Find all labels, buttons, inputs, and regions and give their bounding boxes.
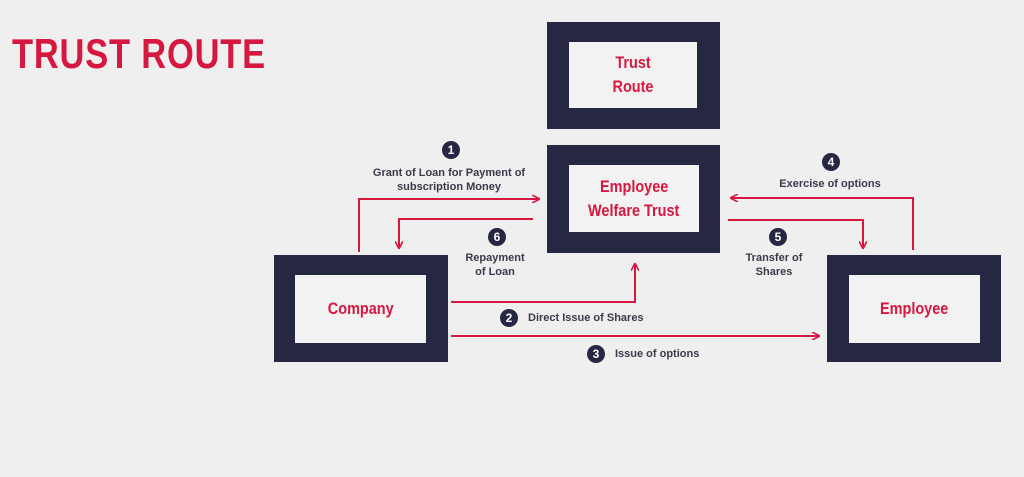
employee-welfare-trust-box: Employee Welfare Trust (547, 145, 720, 253)
step-5-label: Transfer of Shares (746, 251, 803, 279)
step-4-badge: 4 (822, 153, 840, 171)
step-5-label-line1: Transfer of (745, 252, 803, 264)
ewt-label-line2: Welfare Trust (588, 200, 680, 220)
step-2-label: Direct Issue of Shares (528, 312, 644, 324)
trust-route-box: Trust Route (547, 22, 720, 129)
arrow-5-transfer (728, 219, 863, 248)
step-5-badge: 5 (769, 228, 787, 246)
page-title: TRUST ROUTE (12, 30, 266, 77)
step-1-badge: 1 (442, 141, 460, 159)
company-label: Company (327, 299, 394, 318)
step-1-label-line1: Grant of Loan for Payment of (372, 167, 526, 179)
step-1-label: Grant of Loan for Payment of subscriptio… (373, 166, 525, 194)
step-6-badge: 6 (488, 228, 506, 246)
step-5-label-line2: Shares (755, 266, 793, 278)
arrow-1-loan-grant (358, 199, 539, 252)
arrow-4-exercise (731, 198, 914, 250)
employee-box: Employee (827, 255, 1001, 362)
step-3-label: Issue of options (615, 348, 700, 360)
step-6-label-line2: of Loan (475, 266, 515, 278)
company-box: Company (274, 255, 448, 362)
step-1-label-line2: subscription Money (397, 181, 501, 193)
trust-route-label: Trust Route (612, 53, 654, 96)
ewt-label-line1: Employee (599, 176, 669, 196)
arrow-2-direct-issue (451, 264, 635, 303)
step-4-label: Exercise of options (779, 178, 881, 190)
step-6-label: Repayment of Loan (465, 251, 524, 279)
arrow-6-repayment (399, 218, 533, 248)
employee-label: Employee (880, 299, 949, 318)
step-6-label-line1: Repayment (465, 252, 525, 264)
step-3-badge: 3 (587, 345, 605, 363)
step-2-badge: 2 (500, 309, 518, 327)
